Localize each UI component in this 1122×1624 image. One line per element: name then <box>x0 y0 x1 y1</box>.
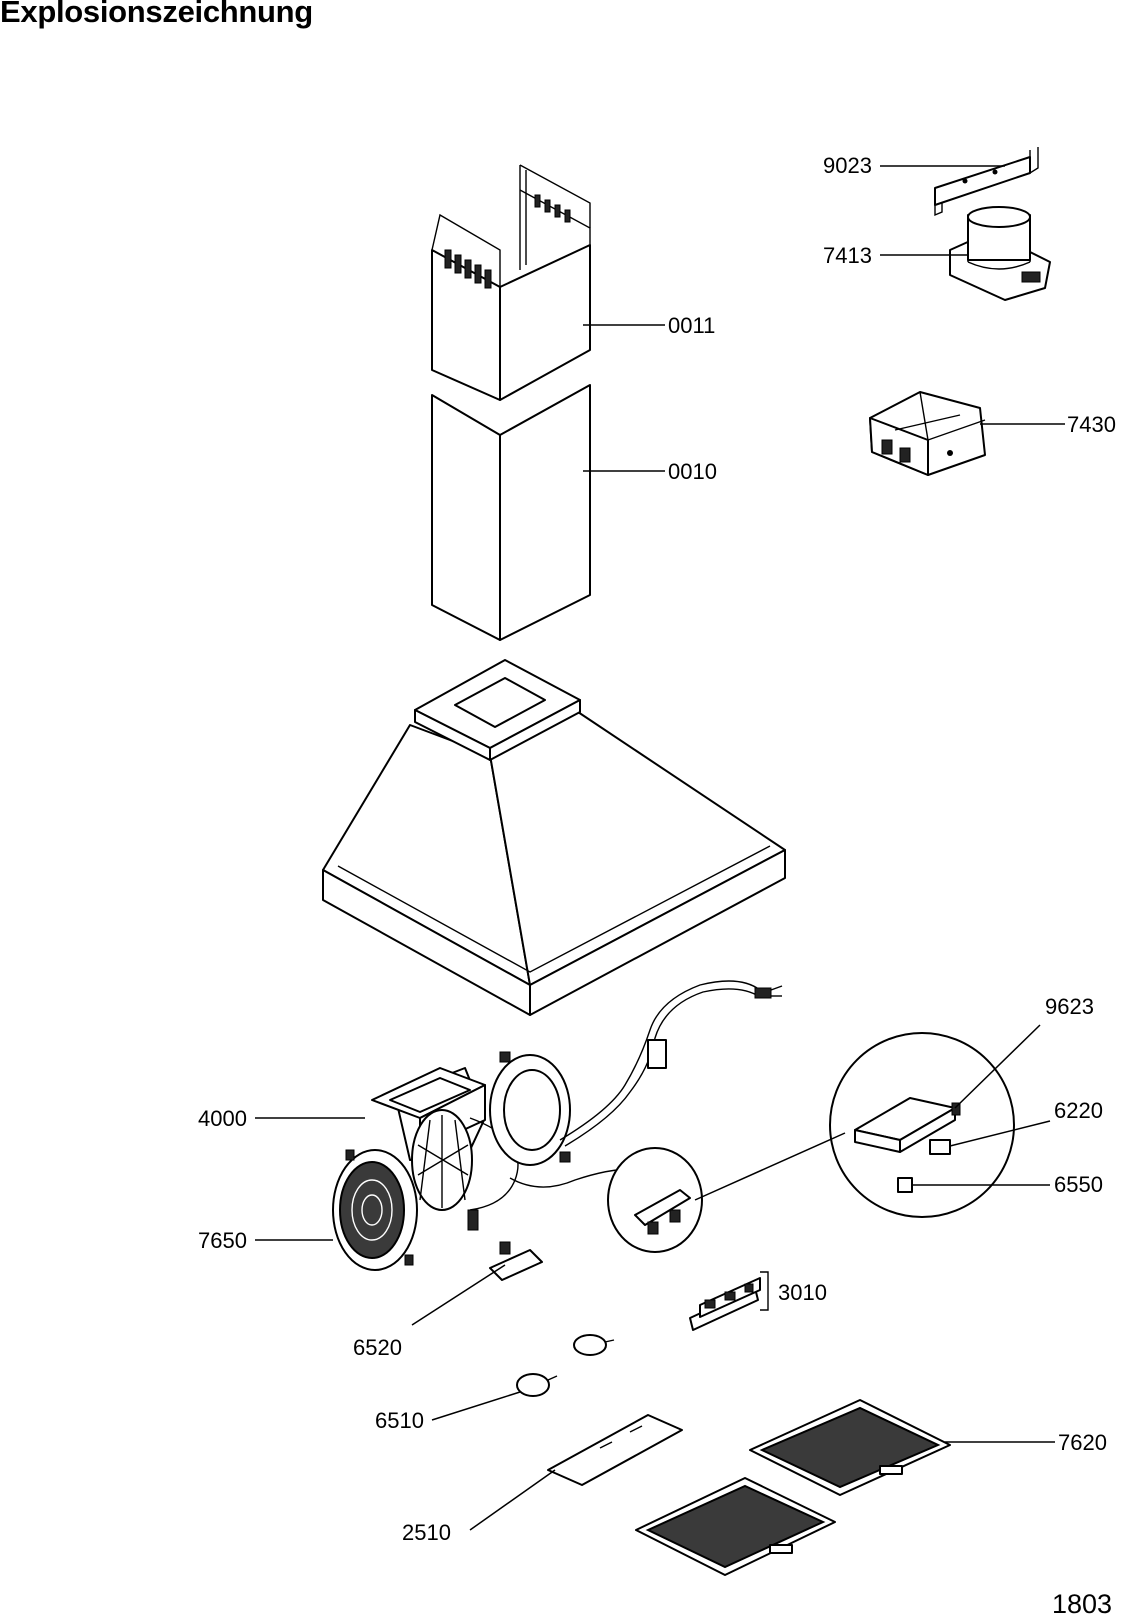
callout-7620: 7620 <box>1058 1430 1107 1455</box>
callout-3010: 3010 <box>778 1280 827 1305</box>
callout-7413: 7413 <box>823 243 872 268</box>
callout-6220: 6220 <box>1054 1098 1103 1123</box>
grease-filters <box>635 1399 951 1576</box>
switch-detail-circle-large <box>829 1032 1015 1218</box>
callout-4000: 4000 <box>198 1106 247 1131</box>
lamp-cover-glass <box>547 1414 683 1486</box>
callout-6520: 6520 <box>353 1335 402 1360</box>
hood-body <box>322 659 786 1016</box>
callout-7430: 7430 <box>1067 412 1116 437</box>
page-number: 1803 <box>1052 1589 1112 1619</box>
callout-0010: 0010 <box>668 459 717 484</box>
page-title: Explosionszeichnung <box>0 0 313 29</box>
power-cord <box>509 980 783 1196</box>
control-panel-pcb <box>689 1271 769 1331</box>
callout-2510: 2510 <box>402 1520 451 1545</box>
lamp-bulbs <box>516 1334 615 1397</box>
callout-6550: 6550 <box>1054 1172 1103 1197</box>
recirculation-deflector <box>869 391 986 476</box>
chimney-cover-upper <box>431 164 591 401</box>
callout-labels: 0011 0010 9023 7413 7430 9623 6220 6550 … <box>198 153 1116 1545</box>
callout-9023: 9023 <box>823 153 872 178</box>
vent-slots-upper <box>444 194 571 289</box>
callout-6510: 6510 <box>375 1408 424 1433</box>
chimney-cover-lower <box>431 384 591 641</box>
filter-grille-fan <box>332 1149 418 1271</box>
lamp-holder <box>489 1241 543 1281</box>
callout-0011: 0011 <box>668 313 715 338</box>
callout-9623: 9623 <box>1045 994 1094 1019</box>
callout-7650: 7650 <box>198 1228 247 1253</box>
blower-assembly <box>371 1067 519 1231</box>
air-outlet-collar <box>949 206 1051 301</box>
blower-outlet-ring <box>489 1051 571 1166</box>
leader-lines <box>255 165 1065 1531</box>
switch-detail-circle-small <box>607 1147 703 1253</box>
mounting-bracket <box>934 147 1039 217</box>
